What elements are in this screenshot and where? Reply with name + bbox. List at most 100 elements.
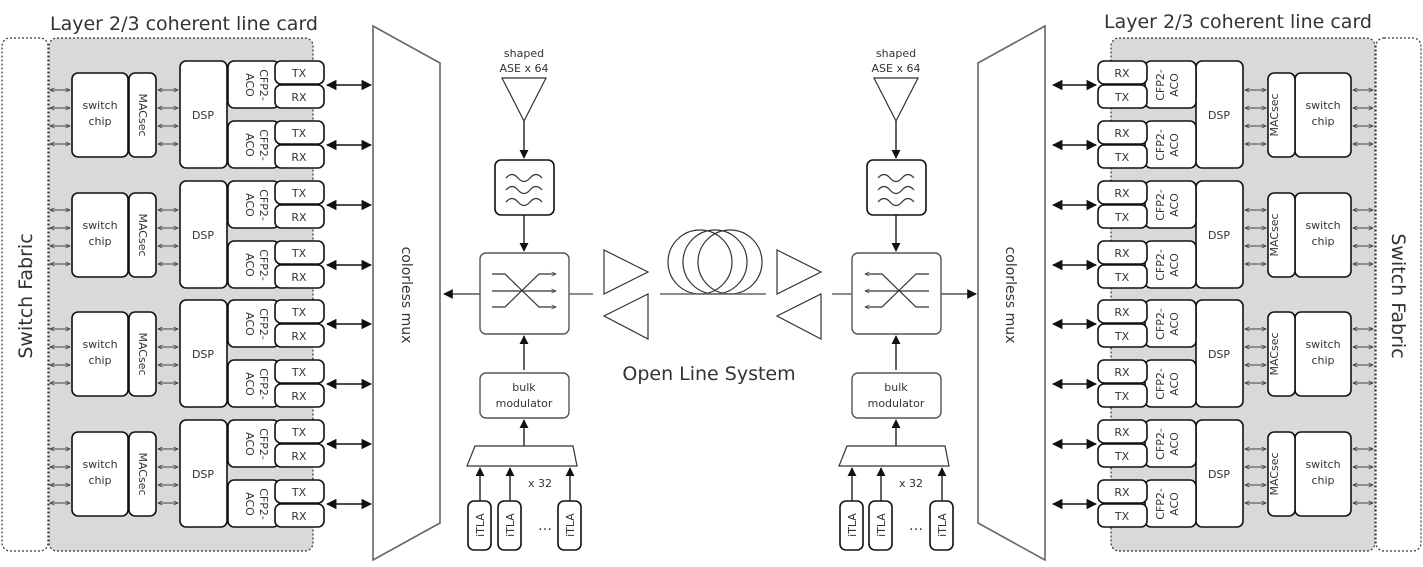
dsp-block [1195, 180, 1244, 289]
amplifier-icon [775, 293, 822, 340]
port-tx [274, 419, 325, 444]
macsec-label: MACsec [136, 332, 149, 375]
dsp-label: DSP [192, 109, 214, 122]
cfp2-aco-module [1144, 240, 1197, 289]
module-label: CFP2- [257, 368, 270, 400]
cfp2-aco-module [1144, 479, 1197, 528]
module-label: CFP2- [257, 69, 270, 101]
port-label: RX [291, 91, 307, 104]
ols-label: Open Line System [622, 363, 795, 385]
line-card-group: switchchipMACsecDSPCFP2-ACORXTXCFP2-ACOR… [1051, 419, 1373, 528]
macsec-label: MACsec [1268, 452, 1281, 495]
cfp2-aco-module [1144, 299, 1197, 348]
module-label: CFP2- [257, 308, 270, 340]
port-tx [274, 479, 325, 504]
port-label: RX [1114, 127, 1130, 140]
port-label: RX [1114, 187, 1130, 200]
right-combiner [838, 445, 950, 467]
left-modulator-label-2: modulator [496, 397, 553, 410]
dsp-label: DSP [1208, 229, 1230, 242]
module-label: ACO [1168, 253, 1181, 277]
switch-chip-label: chip [1311, 474, 1334, 487]
itla-laser [839, 500, 864, 551]
amplifier-icon [602, 293, 649, 340]
macsec-block [128, 431, 157, 517]
ellipsis: … [909, 518, 923, 534]
port-label: TX [291, 67, 307, 80]
left-switch-fabric [1, 37, 49, 552]
port-tx [274, 240, 325, 265]
port-rx [274, 84, 325, 109]
fiber-spool-icon [660, 229, 766, 295]
port-label: RX [1114, 247, 1130, 260]
port-label: TX [1114, 330, 1130, 343]
module-label: ACO [1168, 73, 1181, 97]
port-rx [274, 323, 325, 348]
port-label: RX [291, 151, 307, 164]
switch-chip [71, 72, 129, 158]
switch-chip-label: chip [88, 354, 111, 367]
module-label: ACO [1168, 432, 1181, 456]
right-switch-fabric [1375, 37, 1422, 552]
module-label: ACO [1168, 133, 1181, 157]
right-colorless-mux: colorless mux [977, 24, 1046, 562]
switch-chip [71, 192, 129, 278]
macsec-label: MACsec [1268, 93, 1281, 136]
cfp2-aco-module [1144, 120, 1197, 169]
itla-label: iTLA [936, 513, 949, 537]
port-tx [1097, 383, 1148, 408]
dsp-block [1195, 419, 1244, 528]
itla-label: iTLA [846, 513, 859, 537]
macsec-label: MACsec [136, 452, 149, 495]
module-label: CFP2- [1154, 488, 1167, 520]
port-rx [1097, 419, 1148, 444]
module-label: CFP2- [1154, 308, 1167, 340]
module-label: CFP2- [257, 488, 270, 520]
itla-laser [868, 500, 893, 551]
switch-chip-label: chip [88, 235, 111, 248]
port-label: RX [1114, 67, 1130, 80]
port-label: TX [1114, 450, 1130, 463]
module-label: ACO [1168, 193, 1181, 217]
macsec-block [128, 311, 157, 397]
line-card-group: switchchipMACsecDSPCFP2-ACORXTXCFP2-ACOR… [1051, 180, 1373, 289]
port-tx [1097, 323, 1148, 348]
port-label: RX [1114, 306, 1130, 319]
switch-chip-label: switch [1305, 99, 1340, 112]
left-ase-label-1: shaped [504, 47, 544, 60]
right-modulator-label-2: modulator [868, 397, 925, 410]
port-tx [274, 180, 325, 205]
dsp-label: DSP [1208, 468, 1230, 481]
port-rx [274, 204, 325, 229]
port-rx [1097, 240, 1148, 265]
switch-chip [71, 311, 129, 397]
left-filter-icon [494, 159, 555, 216]
port-rx [1097, 479, 1148, 504]
port-label: TX [1114, 271, 1130, 284]
switch-chip [71, 431, 129, 517]
port-rx [274, 383, 325, 408]
port-tx [1097, 264, 1148, 289]
right-bulk-modulator [851, 372, 942, 419]
macsec-block [1267, 311, 1296, 397]
left-combiner [466, 445, 578, 467]
right-card-title: Layer 2/3 coherent line card [1104, 11, 1372, 33]
left-ase-chain: shaped ASE x 64 bulk modulator x 32 iTLA… [443, 47, 593, 551]
port-label: RX [1114, 426, 1130, 439]
dsp-label: DSP [1208, 348, 1230, 361]
port-label: TX [1114, 151, 1130, 164]
right-line-card: Layer 2/3 coherent line card Switch Fabr… [1051, 11, 1422, 552]
cfp2-aco-module [1144, 180, 1197, 229]
dsp-block [179, 419, 228, 528]
right-ase-label-2: ASE x 64 [872, 62, 921, 75]
left-ase-label-2: ASE x 64 [500, 62, 549, 75]
right-laser-count: x 32 [899, 477, 923, 490]
cfp2-aco-module [1144, 359, 1197, 408]
port-rx [1097, 180, 1148, 205]
port-label: TX [1114, 211, 1130, 224]
left-line-card: Layer 2/3 coherent line card Switch Fabr… [1, 13, 373, 552]
